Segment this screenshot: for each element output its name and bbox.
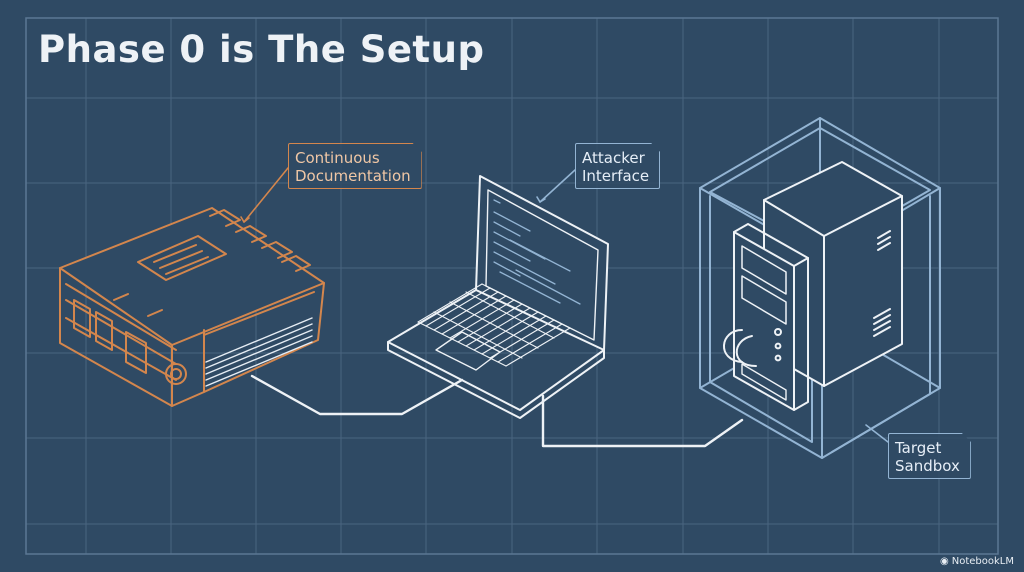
laptop-server-cable	[541, 394, 744, 448]
binder-laptop-cable	[250, 374, 464, 416]
attacker-label-line-1: Attacker	[582, 149, 645, 167]
target-label-line-2: Sandbox	[895, 457, 960, 475]
watermark: ◉NotebookLM	[940, 556, 1014, 567]
laptop-icon	[387, 175, 609, 419]
server-cage-icon	[699, 117, 941, 459]
documentation-label: Continuous Documentation	[288, 143, 422, 189]
attacker-label-line-2: Interface	[582, 167, 650, 185]
page-title: Phase 0 is The Setup	[38, 28, 485, 71]
attacker-leader	[539, 169, 576, 203]
watermark-text: NotebookLM	[951, 556, 1014, 567]
documentation-leader	[243, 167, 289, 223]
documentation-label-line-1: Continuous	[295, 149, 380, 167]
notebooklm-logo-icon: ◉	[940, 556, 949, 567]
binder-pages	[205, 317, 313, 387]
attacker-label: Attacker Interface	[575, 143, 660, 189]
target-label: Target Sandbox	[888, 433, 971, 479]
documentation-label-line-2: Documentation	[295, 167, 411, 185]
binder-icon	[59, 207, 325, 407]
target-label-line-1: Target	[895, 439, 942, 457]
target-leader	[865, 424, 889, 443]
